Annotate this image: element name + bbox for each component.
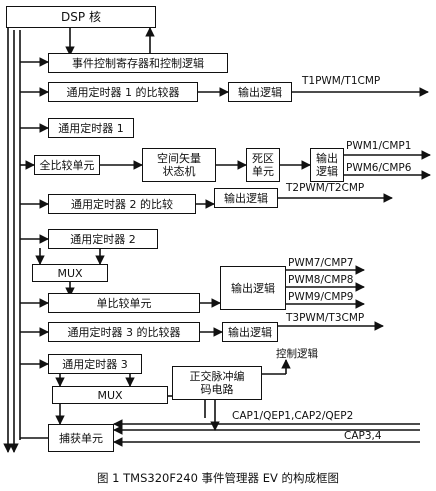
mux2-block: MUX [52,386,168,404]
qep-circuit-block: 正交脉冲编 码电路 [172,366,262,400]
capture-unit-block: 捕获单元 [48,424,114,452]
output-logic-3-block: 输出逻辑 [220,266,286,310]
timer1-compare-block: 通用定时器 1 的比较器 [48,82,198,102]
full-compare-block: 全比较单元 [34,155,100,175]
deadband-block: 死区 单元 [246,148,280,182]
pwm1-label: PWM1/CMP1 [346,140,412,152]
output-logic-multi-block: 输出 逻辑 [310,148,344,182]
control-logic-label: 控制逻辑 [276,348,318,360]
timer2-block: 通用定时器 2 [48,229,158,249]
timer2-compare-block: 通用定时器 2 的比较 [48,194,196,214]
event-control-block: 事件控制寄存器和控制逻辑 [48,53,228,73]
mux1-block: MUX [32,264,108,282]
pwm7-label: PWM7/CMP7 [288,257,354,269]
t3pwm-label: T3PWM/T3CMP [286,312,365,324]
timer1-block: 通用定时器 1 [48,118,134,138]
cap1-qep1-label: CAP1/QEP1,CAP2/QEP2 [232,410,354,422]
output-logic-2-block: 输出逻辑 [214,188,278,208]
pwm9-label: PWM9/CMP9 [288,291,354,303]
output-logic-1-block: 输出逻辑 [228,82,292,102]
output-logic-4-block: 输出逻辑 [222,322,278,342]
figure-caption: 图 1 TMS320F240 事件管理器 EV 的构成框图 [97,471,339,485]
timer3-compare-block: 通用定时器 3 的比较器 [48,322,200,342]
dsp-core-block: DSP 核 [6,6,156,28]
pwm6-label: PWM6/CMP6 [346,162,412,174]
space-vector-block: 空间矢量 状态机 [142,148,216,182]
single-compare-block: 单比较单元 [48,293,200,313]
t2pwm-label: T2PWM/T2CMP [286,182,365,194]
timer3-block: 通用定时器 3 [48,354,142,374]
cap34-label: CAP3,4 [344,430,382,442]
t1pwm-label: T1PWM/T1CMP [302,75,381,87]
pwm8-label: PWM8/CMP8 [288,274,354,286]
